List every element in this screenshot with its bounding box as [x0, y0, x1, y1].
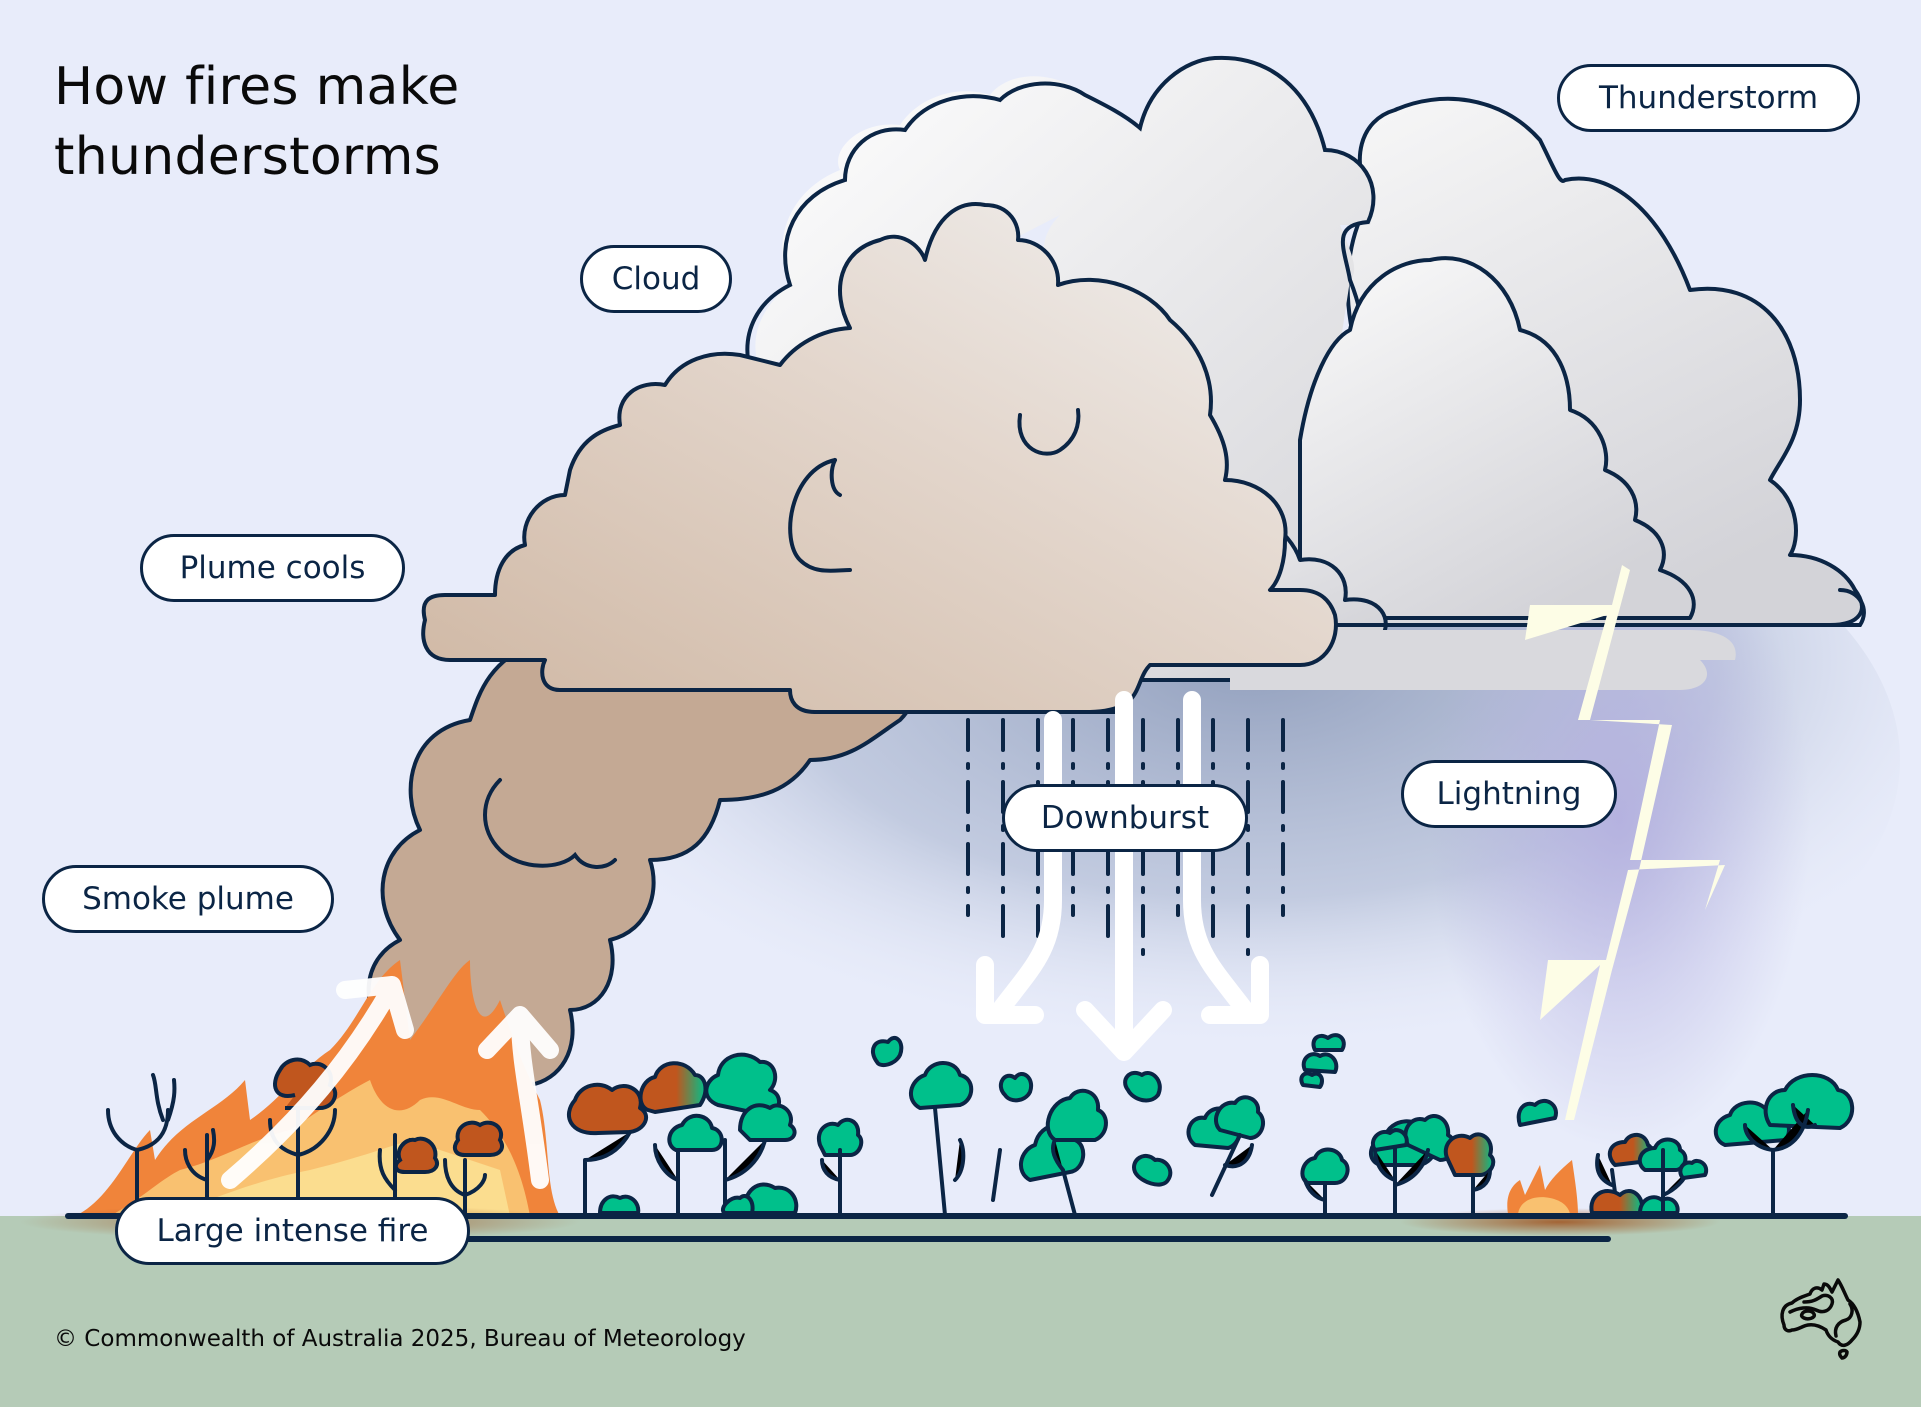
smoke-plume	[365, 638, 921, 1142]
label-plume-cools: Plume cools	[140, 534, 405, 602]
downburst-arrows	[976, 691, 1269, 1061]
label-large-intense-fire: Large intense fire	[115, 1197, 470, 1265]
label-cloud: Cloud	[580, 245, 732, 313]
copyright-footer: © Commonwealth of Australia 2025, Bureau…	[54, 1326, 746, 1352]
label-lightning: Lightning	[1401, 760, 1617, 828]
plume-inner-curl-1	[788, 458, 852, 573]
label-smoke-plume: Smoke plume	[42, 865, 334, 933]
forest	[566, 1033, 1855, 1217]
page-title: How fires make thunderstorms	[54, 52, 460, 192]
label-downburst: Downburst	[1002, 784, 1248, 852]
small-fire	[1507, 1160, 1578, 1214]
lightning-bolt	[1525, 565, 1725, 1120]
rain-streaks	[966, 718, 1285, 962]
burnt-tree-crown-2	[393, 1136, 439, 1174]
heat-arrows	[221, 976, 559, 1189]
australia-map-icon	[1780, 1278, 1862, 1360]
plume-inner-curl-2	[1017, 408, 1081, 456]
small-fire-core	[1518, 1197, 1570, 1214]
thunderstorm-cloud-mid	[1298, 256, 1696, 620]
title-line-1: How fires make	[54, 57, 460, 117]
burnt-tree-crown-3	[452, 1120, 504, 1157]
smoke-swirl	[483, 778, 617, 869]
plume-cools-cloud	[421, 202, 1338, 714]
label-thunderstorm: Thunderstorm	[1557, 64, 1860, 132]
cloud-base-line	[1258, 588, 1866, 627]
title-line-2: thunderstorms	[54, 127, 442, 187]
